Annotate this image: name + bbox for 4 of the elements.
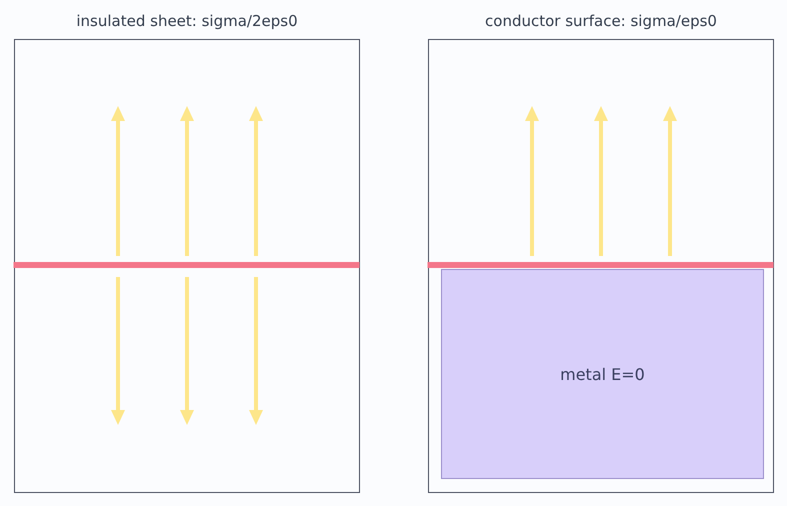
metal-block	[441, 269, 764, 479]
panel-title: conductor surface: sigma/eps0	[484, 12, 718, 30]
block-label: metal E=0	[560, 364, 645, 384]
panel-title: insulated sheet: sigma/2eps0	[75, 12, 299, 30]
